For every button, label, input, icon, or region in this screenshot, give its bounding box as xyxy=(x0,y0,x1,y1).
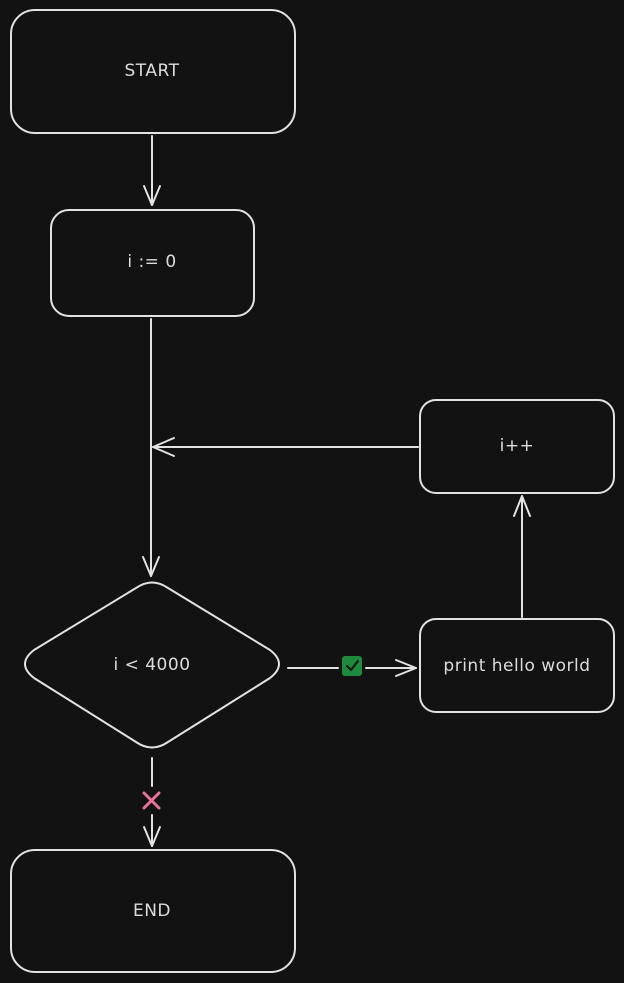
end-node-label: END xyxy=(133,901,171,921)
increment-node[interactable]: i++ xyxy=(419,399,615,494)
end-node[interactable]: END xyxy=(10,849,296,973)
increment-node-label: i++ xyxy=(500,436,535,456)
print-node-label: print hello world xyxy=(443,656,590,676)
edge-condition-false[interactable] xyxy=(142,757,161,847)
arrowhead-icon xyxy=(143,185,161,206)
condition-node-shape xyxy=(24,581,280,749)
print-node[interactable]: print hello world xyxy=(419,618,615,713)
arrowhead-icon xyxy=(143,826,161,847)
condition-node-label: i < 4000 xyxy=(113,655,190,675)
arrowhead-icon xyxy=(142,556,160,577)
start-node[interactable]: START xyxy=(10,9,296,134)
edge-print-to-increment[interactable] xyxy=(513,495,531,618)
increment-node-shape xyxy=(419,399,615,494)
edge-init-to-condition[interactable] xyxy=(142,318,160,577)
start-node-shape xyxy=(10,9,296,134)
init-node-label: i := 0 xyxy=(127,252,176,272)
arrowhead-icon xyxy=(513,495,531,517)
init-node[interactable]: i := 0 xyxy=(50,209,255,317)
init-node-shape xyxy=(50,209,255,317)
edge-increment-to-loop[interactable] xyxy=(152,437,419,457)
edge-start-to-init[interactable] xyxy=(143,135,161,206)
condition-node[interactable]: i < 4000 xyxy=(24,581,280,749)
end-node-shape xyxy=(10,849,296,973)
start-node-label: START xyxy=(125,61,180,81)
check-icon xyxy=(342,656,362,676)
print-node-shape xyxy=(419,618,615,713)
arrowhead-icon xyxy=(152,437,175,457)
arrowhead-icon xyxy=(395,659,417,677)
edge-condition-true[interactable] xyxy=(287,656,417,677)
cross-icon xyxy=(142,791,161,810)
